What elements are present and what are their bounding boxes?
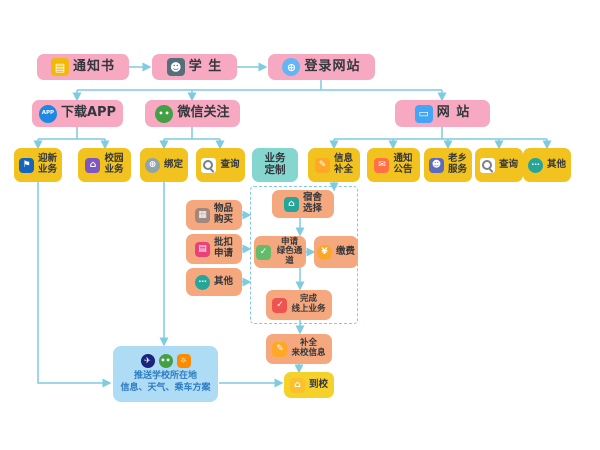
done-icon: ✓ (272, 297, 288, 313)
goods-buy-label: 物品 购买 (213, 203, 233, 225)
mail-icon: ✉ (374, 157, 390, 173)
node-pay: ¥ 缴费 (314, 236, 358, 268)
people-icon: ☻ (428, 157, 444, 173)
node-welcome-service: ⚑ 迎新 业务 (14, 148, 62, 182)
node-fellow-service: ☻ 老乡 服务 (424, 148, 472, 182)
other-web-label: 其他 (546, 158, 566, 170)
business-custom-label: 业务 定制 (264, 152, 286, 176)
notice-announce-label: 通知 公告 (393, 153, 413, 175)
push-info-text: 推送学校所在地 信息、天气、乘车方案 (120, 371, 211, 393)
green-channel-label: 申请 绿色通道 (276, 236, 303, 266)
search-icon (479, 157, 495, 173)
notice-letter-label: 通知书 (72, 58, 115, 74)
node-download-app: APP 下载APP (32, 100, 123, 127)
wechat-icon: •• (158, 354, 173, 369)
node-campus-service: ⌂ 校园 业务 (78, 148, 131, 182)
bind-globe-icon: ⊕ (144, 157, 160, 173)
weather-icon: ☼ (176, 354, 191, 369)
node-wechat-follow: •• 微信关注 (145, 100, 240, 127)
node-batch-deduct: ▤ 批扣 申请 (186, 234, 242, 264)
finish-online-label: 完成 线上业务 (291, 294, 326, 314)
node-student: ☻ 学 生 (152, 54, 237, 80)
node-login-website: ⊕ 登录网站 (268, 54, 375, 80)
ellipsis-icon: ⋯ (194, 274, 210, 290)
download-app-label: 下载APP (60, 105, 117, 121)
node-notice-announce: ✉ 通知 公告 (367, 148, 420, 182)
website-label: 网 站 (436, 105, 471, 121)
node-other-custom: ⋯ 其他 (186, 268, 242, 296)
other-custom-label: 其他 (213, 275, 233, 287)
login-website-label: 登录网站 (304, 58, 361, 74)
node-other-web: ⋯ 其他 (523, 148, 571, 182)
package-icon: ▦ (194, 207, 210, 223)
batch-deduct-label: 批扣 申请 (213, 237, 233, 259)
node-complete-arrival-info: ✎ 补全 来校信息 (266, 334, 332, 364)
pencil-icon: ✎ (272, 341, 288, 357)
money-icon: ¥ (317, 244, 332, 260)
wechat-follow-label: 微信关注 (177, 105, 230, 121)
node-green-channel: ✓ 申请 绿色通道 (254, 236, 306, 268)
node-website: ▭ 网 站 (395, 100, 490, 127)
search-icon (201, 157, 217, 173)
campus-service-label: 校园 业务 (104, 153, 124, 175)
query-wechat-label: 查询 (220, 158, 240, 170)
ellipsis-icon: ⋯ (527, 157, 543, 173)
app-icon: APP (38, 104, 57, 123)
school-icon: ⌂ (289, 377, 305, 393)
node-dorm-select: ⌂ 宿舍 选择 (272, 190, 334, 218)
complete-arrival-info-label: 补全 来校信息 (291, 338, 326, 358)
travel-app-icon: ✈ (140, 354, 155, 369)
node-business-custom: 业务 定制 (252, 148, 298, 182)
pencil-icon: ✎ (314, 157, 330, 173)
wechat-icon: •• (155, 104, 174, 123)
push-info-box: ✈ •• ☼ 推送学校所在地 信息、天气、乘车方案 (113, 346, 218, 402)
welcome-service-label: 迎新 业务 (37, 153, 57, 175)
node-query-web: 查询 (475, 148, 523, 182)
node-bind: ⊕ 绑定 (140, 148, 188, 182)
bind-label: 绑定 (163, 158, 183, 170)
student-icon: ☻ (166, 58, 185, 76)
node-arrive-school: ⌂ 到校 (284, 372, 334, 398)
dorm-select-label: 宿舍 选择 (302, 192, 322, 214)
query-web-label: 查询 (498, 158, 518, 170)
fellow-service-label: 老乡 服务 (447, 153, 467, 175)
node-notice-letter: ▤ 通知书 (37, 54, 129, 80)
globe-icon: ⊕ (282, 58, 301, 76)
green-channel-icon: ✓ (256, 244, 271, 260)
node-query-wechat: 查询 (196, 148, 245, 182)
dorm-icon: ⌂ (283, 196, 299, 212)
pay-label: 缴费 (336, 245, 356, 257)
document-icon: ▤ (50, 58, 69, 76)
node-finish-online: ✓ 完成 线上业务 (266, 290, 332, 320)
student-label: 学 生 (188, 58, 223, 74)
campus-icon: ⌂ (85, 157, 101, 173)
node-info-complete: ✎ 信息 补全 (308, 148, 360, 182)
card-icon: ▤ (194, 241, 210, 257)
monitor-icon: ▭ (414, 104, 433, 123)
info-complete-label: 信息 补全 (333, 153, 353, 175)
push-app-icons: ✈ •• ☼ (140, 354, 191, 369)
flag-icon: ⚑ (18, 157, 34, 173)
node-goods-buy: ▦ 物品 购买 (186, 200, 242, 230)
arrive-school-label: 到校 (308, 378, 328, 390)
